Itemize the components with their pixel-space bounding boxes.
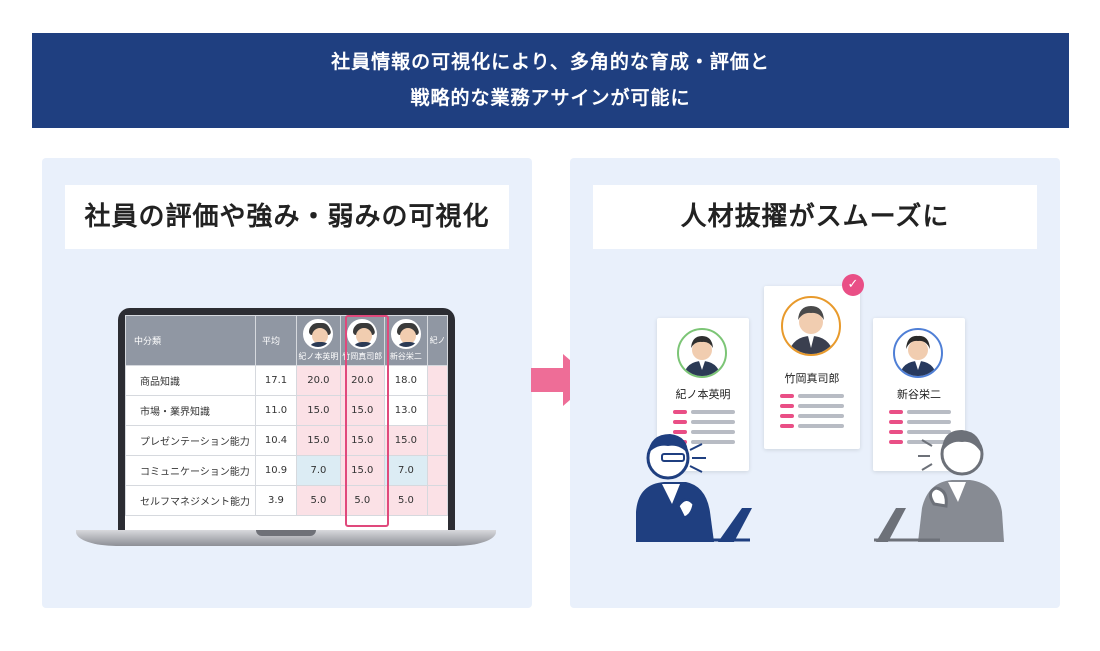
- banner-line-1: 社員情報の可視化により、多角的な育成・評価と: [331, 51, 770, 73]
- promotion-panel: 人材抜擢がスムーズに 紀ノ本英明 竹岡真司郎 ✓ 新谷栄二: [570, 158, 1060, 608]
- person-icon: [874, 430, 1004, 542]
- header-average: 平均: [254, 315, 298, 366]
- row-category: セルフマネジメント能力: [125, 485, 256, 516]
- score-cell-partial: [427, 455, 448, 486]
- avatar: [677, 328, 727, 378]
- avatar: [781, 296, 841, 356]
- promotion-title: 人材抜擢がスムーズに: [593, 185, 1037, 249]
- avatar: [347, 319, 378, 349]
- avatar: [893, 328, 943, 378]
- laptop-icon: 中分類 平均 紀ノ本英明 竹岡真司郎 新谷栄二: [118, 308, 455, 530]
- row-average: 10.4: [254, 425, 298, 456]
- header-banner: 社員情報の可視化により、多角的な育成・評価と 戦略的な業務アサインが可能に: [32, 33, 1069, 128]
- laptop-base: [76, 530, 496, 546]
- score-cell: 5.0: [296, 485, 341, 516]
- score-cell: 15.0: [296, 395, 341, 426]
- score-cell: 13.0: [383, 395, 429, 426]
- score-cell: 15.0: [339, 455, 385, 486]
- header-category: 中分類: [125, 315, 256, 366]
- check-icon: ✓: [842, 274, 864, 296]
- row-category: コミュニケーション能力: [125, 455, 256, 486]
- person-icon: [636, 434, 752, 542]
- score-cell: 15.0: [339, 395, 385, 426]
- visualization-title: 社員の評価や強み・弱みの可視化: [65, 185, 509, 249]
- avatar: [390, 319, 421, 349]
- row-average: 17.1: [254, 365, 298, 396]
- banner-line-2: 戦略的な業務アサインが可能に: [410, 87, 691, 109]
- candidate-name: 紀ノ本英明: [675, 388, 731, 401]
- header-person-partial: 紀ノ: [427, 315, 448, 366]
- laptop-notch: [256, 530, 316, 536]
- score-cell: 15.0: [339, 425, 385, 456]
- visualization-panel: 社員の評価や強み・弱みの可視化 中分類 平均 紀ノ本英明 竹岡真司郎: [42, 158, 532, 608]
- score-cell-partial: [427, 365, 448, 396]
- row-category: プレゼンテーション能力: [125, 425, 256, 456]
- header-person: 新谷栄二: [383, 315, 429, 366]
- avatar: [303, 319, 334, 349]
- score-cell: 5.0: [339, 485, 385, 516]
- candidate-name: 竹岡真司郎: [784, 372, 840, 385]
- row-average: 11.0: [254, 395, 298, 426]
- score-cell: 15.0: [296, 425, 341, 456]
- score-cell: 18.0: [383, 365, 429, 396]
- score-cell: 15.0: [383, 425, 429, 456]
- score-cell: 5.0: [383, 485, 429, 516]
- laptop-screen: 中分類 平均 紀ノ本英明 竹岡真司郎 新谷栄二: [125, 315, 448, 530]
- candidate-card: 紀ノ本英明: [657, 318, 749, 471]
- row-average: 10.9: [254, 455, 298, 486]
- score-cell: 20.0: [296, 365, 341, 396]
- header-person: 紀ノ本英明: [296, 315, 341, 366]
- row-category: 商品知識: [125, 365, 256, 396]
- score-cell: 20.0: [339, 365, 385, 396]
- score-table: 中分類 平均 紀ノ本英明 竹岡真司郎 新谷栄二: [125, 315, 448, 516]
- score-cell-partial: [427, 395, 448, 426]
- score-cell-partial: [427, 485, 448, 516]
- score-cell-partial: [427, 425, 448, 456]
- header-person: 竹岡真司郎: [339, 315, 385, 366]
- row-average: 3.9: [254, 485, 298, 516]
- score-cell: 7.0: [383, 455, 429, 486]
- candidate-card-selected: 竹岡真司郎: [764, 286, 860, 449]
- candidate-name: 新谷栄二: [897, 388, 941, 401]
- candidate-card: 新谷栄二: [873, 318, 965, 471]
- row-category: 市場・業界知識: [125, 395, 256, 426]
- score-cell: 7.0: [296, 455, 341, 486]
